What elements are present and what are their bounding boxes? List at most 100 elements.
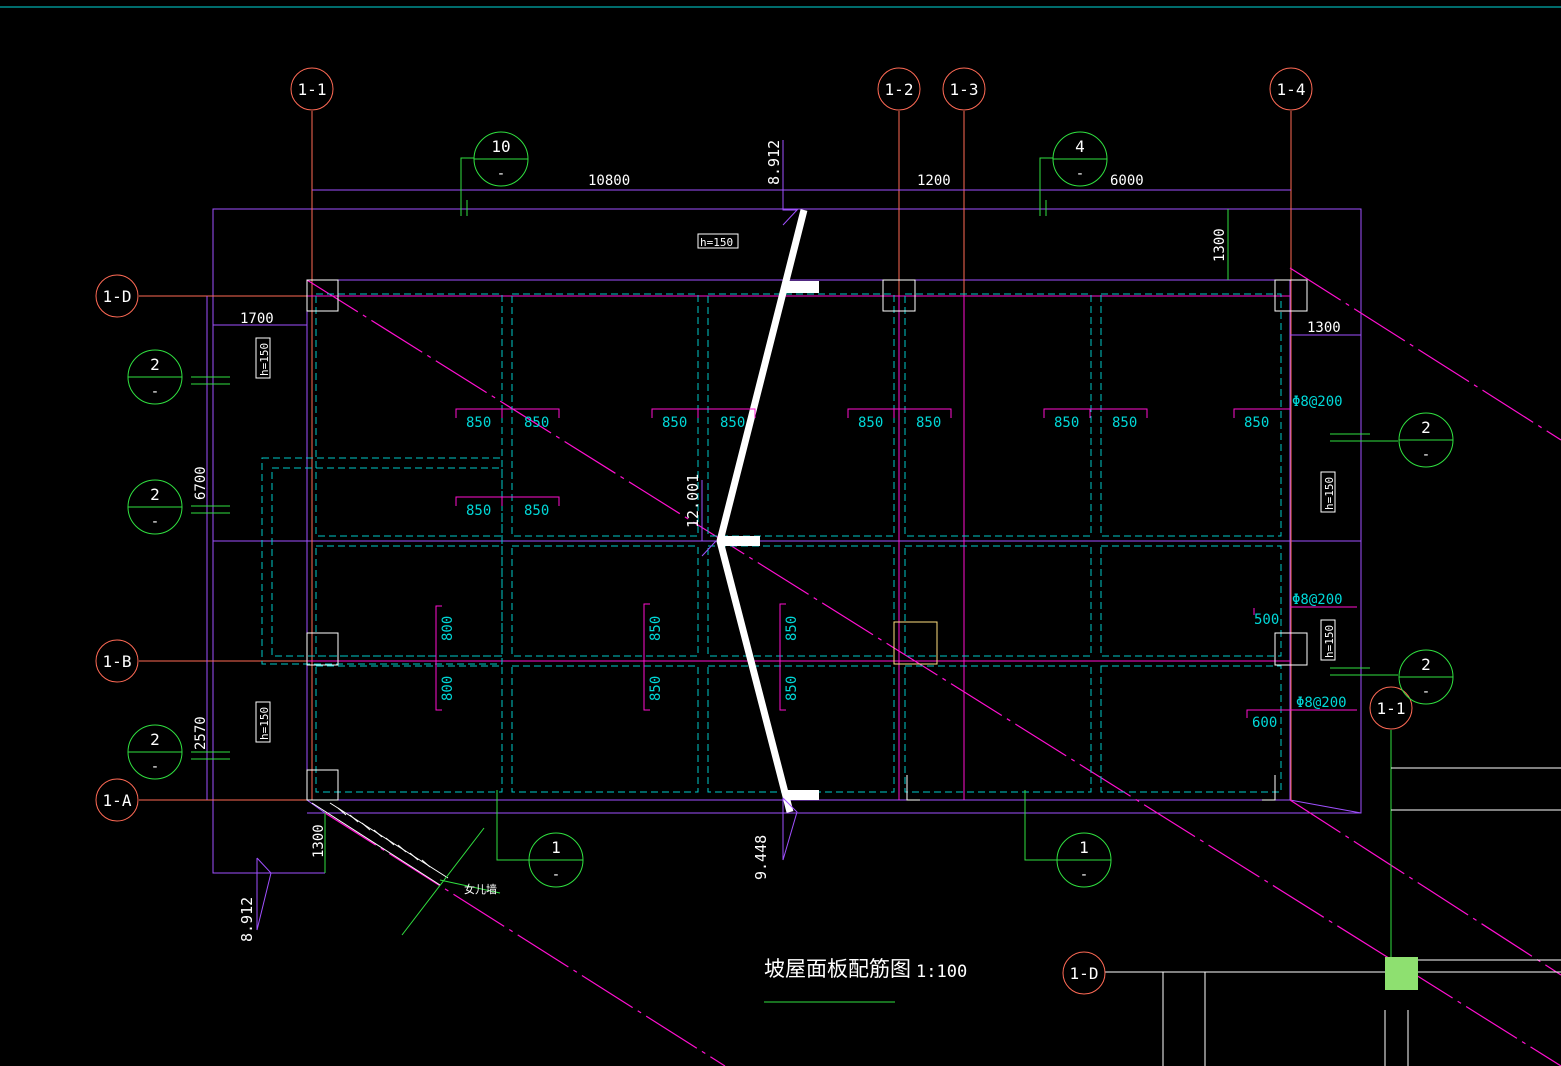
svg-text:850: 850 xyxy=(784,676,800,701)
magenta-beams xyxy=(307,295,1290,800)
dim-2570: 2570 xyxy=(193,716,209,750)
svg-text:500: 500 xyxy=(1254,612,1279,628)
axis-bubble-1-D: 1-D xyxy=(95,274,139,318)
axis-bubble-1-3: 1-3 xyxy=(942,67,986,111)
svg-text:1-D: 1-D xyxy=(103,287,132,306)
section-number: 2 xyxy=(150,485,160,504)
diagonal-lines xyxy=(306,267,1561,1066)
svg-text:Φ8@200: Φ8@200 xyxy=(1292,394,1343,410)
section-sheet: - xyxy=(151,514,159,530)
section-mark: 1- xyxy=(528,832,584,888)
axis-bubble-1-2: 1-2 xyxy=(877,67,921,111)
axis-bubble-extra-bottom: 1-D xyxy=(1062,951,1106,995)
elev-top: 8.912 xyxy=(765,140,783,185)
svg-text:850: 850 xyxy=(1244,415,1269,431)
axis-bubble-1-B: 1-B xyxy=(95,639,139,683)
elevation-texts: 8.912 12.001 9.448 8.912 xyxy=(238,140,783,942)
columns xyxy=(306,279,1308,801)
svg-text:1-D: 1-D xyxy=(1070,964,1099,983)
svg-text:850: 850 xyxy=(662,415,687,431)
dim-bottom-1300: 1300 xyxy=(311,824,327,858)
section-sheet: - xyxy=(1080,867,1088,883)
section-marks: 10-4-2-2-2-2-2-1-1- xyxy=(127,131,1454,888)
roof-ridge xyxy=(716,209,808,813)
dim-extension xyxy=(324,209,1229,873)
svg-text:1-4: 1-4 xyxy=(1277,80,1306,99)
dim-right-1300: 1300 xyxy=(1307,320,1341,336)
svg-text:850: 850 xyxy=(466,415,491,431)
dim-texts: 10800 1200 6000 1700 1300 6700 2570 1300… xyxy=(193,173,1341,858)
dim-6000: 6000 xyxy=(1110,173,1144,189)
svg-text:850: 850 xyxy=(524,503,549,519)
section-number: 10 xyxy=(491,137,510,156)
adjacent-building xyxy=(1105,767,1561,1066)
svg-text:850: 850 xyxy=(524,415,549,431)
section-mark: 2- xyxy=(127,479,183,535)
svg-text:h=150: h=150 xyxy=(1323,477,1336,510)
section-sheet: - xyxy=(151,384,159,400)
section-mark: 2- xyxy=(127,349,183,405)
svg-text:850: 850 xyxy=(784,616,800,641)
section-sheet: - xyxy=(1076,166,1084,182)
axis-bubble-1-A: 1-A xyxy=(95,778,139,822)
parapet-hatch xyxy=(311,802,449,886)
dim-lines xyxy=(206,189,1361,800)
section-number: 1 xyxy=(551,838,561,857)
svg-text:850: 850 xyxy=(1112,415,1137,431)
svg-text:850: 850 xyxy=(648,616,664,641)
svg-text:1-B: 1-B xyxy=(103,652,132,671)
section-number: 1 xyxy=(1079,838,1089,857)
section-number: 2 xyxy=(150,355,160,374)
parapet-note: 女儿墙 xyxy=(464,882,497,896)
section-mark: 10 - xyxy=(473,131,529,187)
dim-1700: 1700 xyxy=(240,311,274,327)
section-sheet: - xyxy=(151,759,159,775)
svg-text:h=150: h=150 xyxy=(1323,625,1336,658)
section-number: 2 xyxy=(1421,655,1431,674)
drawing-title: 坡屋面板配筋图 xyxy=(764,957,911,981)
elev-bottom: 9.448 xyxy=(752,835,770,880)
section-mark: 2- xyxy=(1398,412,1454,468)
column-fill xyxy=(1385,957,1418,990)
rebar-values: 850 850 850 850 850 850 850 850 850 850 … xyxy=(440,394,1347,731)
svg-text:850: 850 xyxy=(648,676,664,701)
svg-text:850: 850 xyxy=(858,415,883,431)
thickness-labels: h=150 h=150 h=150 h=150 h=150 xyxy=(255,233,1336,743)
parapet-leader xyxy=(401,827,501,936)
svg-text:1-2: 1-2 xyxy=(885,80,914,99)
svg-text:Φ8@200: Φ8@200 xyxy=(1292,592,1343,608)
section-mark: 2- xyxy=(1398,649,1454,705)
dim-1200: 1200 xyxy=(917,173,951,189)
svg-text:800: 800 xyxy=(440,616,456,641)
section-sheet: - xyxy=(1422,447,1430,463)
axis-bubble-1-1: 1-1 xyxy=(290,67,334,111)
svg-text:850: 850 xyxy=(916,415,941,431)
ridge-marks xyxy=(722,281,819,800)
section-mark: 1- xyxy=(1056,832,1112,888)
svg-text:800: 800 xyxy=(440,676,456,701)
rebar-panels xyxy=(261,293,1282,793)
dim-10800: 10800 xyxy=(588,173,630,189)
section-number: 4 xyxy=(1075,137,1085,156)
elev-ridge: 12.001 xyxy=(684,474,702,528)
elevation-markers xyxy=(256,140,799,931)
svg-text:1-1: 1-1 xyxy=(298,80,327,99)
svg-text:1-1: 1-1 xyxy=(1377,699,1406,718)
section-leaders xyxy=(191,157,1398,960)
svg-text:600: 600 xyxy=(1252,715,1277,731)
section-number: 2 xyxy=(150,730,160,749)
svg-text:h=150: h=150 xyxy=(258,343,271,376)
svg-text:h=150: h=150 xyxy=(258,707,271,740)
section-sheet: - xyxy=(497,166,505,182)
svg-text:850: 850 xyxy=(1054,415,1079,431)
grid-lines xyxy=(139,111,1292,801)
slab-outline xyxy=(212,208,1362,874)
section-sheet: - xyxy=(1422,684,1430,700)
svg-text:1-3: 1-3 xyxy=(950,80,979,99)
svg-text:850: 850 xyxy=(466,503,491,519)
svg-text:850: 850 xyxy=(720,415,745,431)
svg-text:1-A: 1-A xyxy=(103,791,132,810)
rebar-brackets xyxy=(435,408,1357,718)
drawing-scale: 1:100 xyxy=(916,962,967,982)
